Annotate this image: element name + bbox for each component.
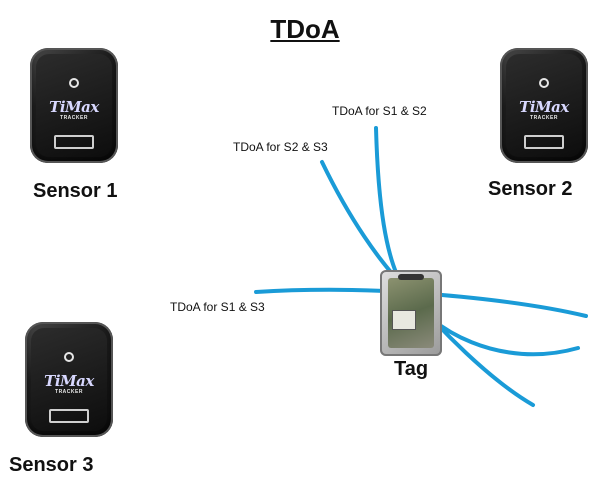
- sensor-1-tracker-text: TRACKER: [60, 115, 88, 121]
- sensor-2-lens-icon: [539, 78, 549, 88]
- sensor-2-slot: [524, 135, 564, 149]
- sensor-3-lens-icon: [64, 352, 74, 362]
- sensor-1-lens-icon: [69, 78, 79, 88]
- tag-label: Tag: [394, 358, 429, 380]
- curve-label-s2-s3: TDoA for S2 & S3: [233, 140, 328, 154]
- curve-label-s1-s3: TDoA for S1 & S3: [170, 300, 265, 314]
- sensor-3-brand: TiMax: [44, 372, 94, 390]
- sensor-3-tracker-text: TRACKER: [55, 389, 83, 395]
- diagram-title: TDoA: [270, 14, 340, 44]
- sensor-2-brand: TiMax: [519, 98, 569, 116]
- sensor-3-device: TiMax TRACKER: [25, 322, 113, 437]
- tag-device: [380, 270, 442, 356]
- curve-label-s1-s2: TDoA for S1 & S2: [332, 104, 427, 118]
- sensor-1-device: TiMax TRACKER: [30, 48, 118, 163]
- sensor-1-slot: [54, 135, 94, 149]
- sensor-1-brand: TiMax: [49, 98, 99, 116]
- sensor-1-label: Sensor 1: [33, 180, 118, 202]
- sensor-2-device: TiMax TRACKER: [500, 48, 588, 163]
- sensor-3-slot: [49, 409, 89, 423]
- sensor-2-tracker-text: TRACKER: [530, 115, 558, 121]
- sensor-3-label: Sensor 3: [9, 454, 94, 476]
- sensor-2-label: Sensor 2: [488, 178, 573, 200]
- tag-chip: [392, 310, 416, 330]
